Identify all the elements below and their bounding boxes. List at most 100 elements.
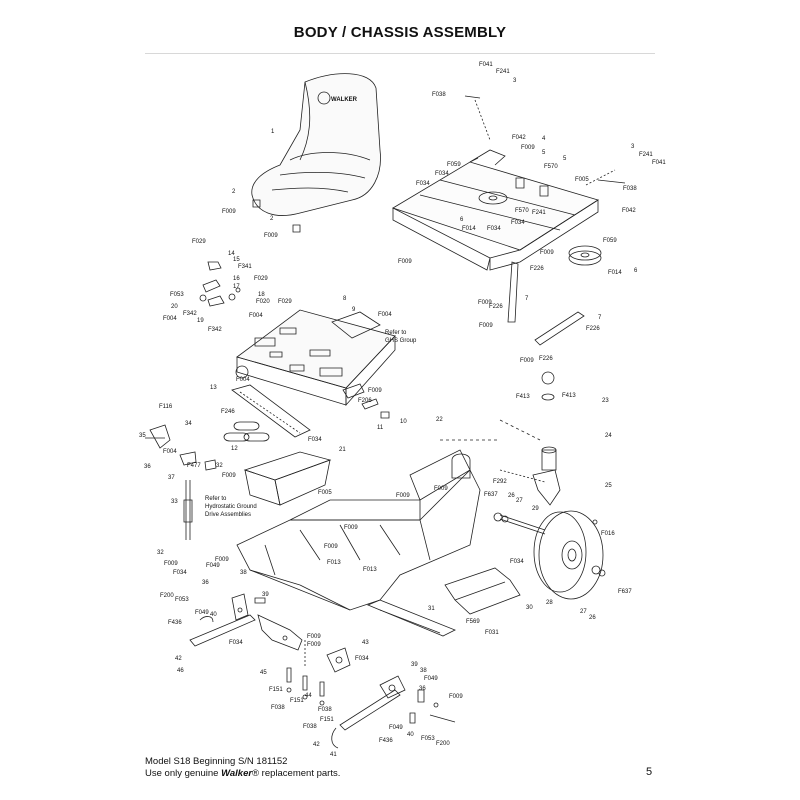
part-callout: F014 xyxy=(608,270,622,276)
part-callout: 6 xyxy=(634,268,638,274)
part-callout: F029 xyxy=(192,239,206,245)
part-callout: 2 xyxy=(232,189,236,195)
part-callout: F200 xyxy=(436,741,450,747)
part-callout: F053 xyxy=(170,292,184,298)
part-callout: F226 xyxy=(489,304,503,310)
part-callout: F031 xyxy=(485,630,499,636)
part-callout: F009 xyxy=(344,525,358,531)
part-callout: 38 xyxy=(420,668,427,674)
model-line: Model S18 Beginning S/N 181152 xyxy=(145,756,288,767)
part-callout: 3 xyxy=(631,144,635,150)
part-callout: F009 xyxy=(398,259,412,265)
part-callout: F034 xyxy=(435,171,449,177)
part-callout: F009 xyxy=(222,473,236,479)
part-callout: 46 xyxy=(177,668,184,674)
part-callout: F038 xyxy=(271,705,285,711)
seat-drawing: WALKER xyxy=(252,74,381,232)
part-callout: 43 xyxy=(362,640,369,646)
part-callout: F292 xyxy=(493,479,507,485)
brand-name: Walker xyxy=(221,768,253,779)
part-callout: F226 xyxy=(539,356,553,362)
part-callout: 18 xyxy=(258,292,265,298)
part-callout: F241 xyxy=(496,69,510,75)
part-callout: F004 xyxy=(236,377,250,383)
title-divider xyxy=(145,53,655,54)
plate-drawing xyxy=(368,600,455,636)
part-callout: 40 xyxy=(210,612,217,618)
part-callout: 32 xyxy=(157,550,164,556)
part-callout: 40 xyxy=(407,732,414,738)
part-callout: F009 xyxy=(434,486,448,492)
refer-hydro-line3: Drive Assemblies xyxy=(205,512,251,518)
shield-drawing xyxy=(445,568,520,614)
part-callout: F049 xyxy=(424,676,438,682)
part-callout: F034 xyxy=(487,226,501,232)
part-callout: F013 xyxy=(363,567,377,573)
part-callout: 24 xyxy=(605,433,612,439)
chassis-drawing xyxy=(237,420,540,610)
part-callout: F341 xyxy=(238,264,252,270)
part-callout: F342 xyxy=(208,327,222,333)
part-callout: F009 xyxy=(264,233,278,239)
part-callout: 33 xyxy=(171,499,178,505)
part-callout: 3 xyxy=(513,78,517,84)
part-callout: F053 xyxy=(421,736,435,742)
lever-parts-drawing xyxy=(200,262,240,306)
part-callout: 7 xyxy=(598,315,602,321)
part-callout: F009 xyxy=(478,300,492,306)
trim-drawing xyxy=(224,385,310,441)
part-callout: F059 xyxy=(447,162,461,168)
notice-prefix: Use only genuine xyxy=(145,768,222,779)
part-callout: F005 xyxy=(318,490,332,496)
part-callout: F004 xyxy=(249,313,263,319)
part-callout: 10 xyxy=(400,419,407,425)
part-callout: 2 xyxy=(270,216,274,222)
part-callout: 44 xyxy=(305,693,312,699)
part-callout: F226 xyxy=(530,266,544,272)
part-callout: F436 xyxy=(379,738,393,744)
notice-suffix: ® replacement parts. xyxy=(252,768,341,779)
part-callout: F570 xyxy=(515,208,529,214)
part-callout: 23 xyxy=(602,398,609,404)
part-callout: F034 xyxy=(173,570,187,576)
part-callout: 16 xyxy=(233,276,240,282)
part-callout: F059 xyxy=(603,238,617,244)
part-callout: F049 xyxy=(389,725,403,731)
part-callout: 42 xyxy=(175,656,182,662)
part-callout: F014 xyxy=(462,226,476,232)
part-callout: 41 xyxy=(330,752,337,758)
part-callout: F034 xyxy=(308,437,322,443)
part-callout: F009 xyxy=(222,209,236,215)
part-callout: F009 xyxy=(521,145,535,151)
part-callout: F637 xyxy=(618,589,632,595)
part-callout: F013 xyxy=(327,560,341,566)
part-callout: 36 xyxy=(202,580,209,586)
refer-ghs-line2: GHS Group xyxy=(385,338,417,344)
part-callout: F413 xyxy=(516,394,530,400)
part-callout: 42 xyxy=(313,742,320,748)
part-callout: F049 xyxy=(195,610,209,616)
part-callout: F241 xyxy=(532,210,546,216)
part-callout: 11 xyxy=(377,425,384,431)
part-callout: F009 xyxy=(307,642,321,648)
tray-drawing xyxy=(245,452,330,505)
right-lever-drawing xyxy=(332,676,455,748)
part-callout: F038 xyxy=(318,707,332,713)
part-callout: 29 xyxy=(532,506,539,512)
part-callout: F436 xyxy=(168,620,182,626)
page-title: BODY / CHASSIS ASSEMBLY xyxy=(293,24,507,41)
part-callout: 28 xyxy=(546,600,553,606)
part-callout: F042 xyxy=(512,135,526,141)
part-callout: F477 xyxy=(187,463,201,469)
part-callout: 25 xyxy=(605,483,612,489)
part-callout: F151 xyxy=(269,687,283,693)
part-callout: F034 xyxy=(229,640,243,646)
part-callout: F004 xyxy=(378,312,392,318)
part-callout: 38 xyxy=(240,570,247,576)
part-callout: 36 xyxy=(144,464,151,470)
part-callout: F041 xyxy=(479,62,493,68)
part-callout: 15 xyxy=(233,257,240,263)
part-callout: F246 xyxy=(221,409,235,415)
bolts-drawing xyxy=(287,640,324,705)
